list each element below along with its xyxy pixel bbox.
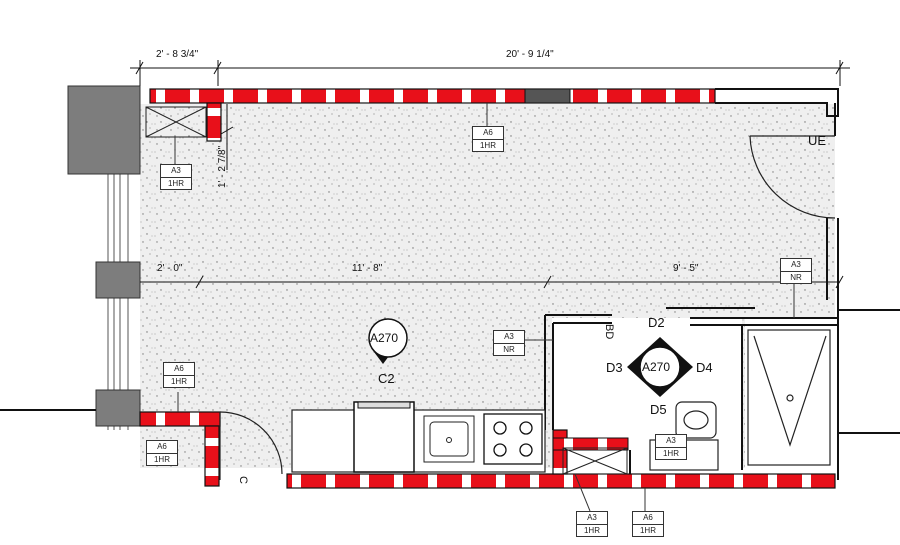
dim-mid-center: 11' - 8": [352, 263, 383, 274]
label-d4: D4: [696, 360, 713, 375]
column-bottom: [95, 389, 141, 427]
label-d5: D5: [650, 402, 667, 417]
kitchen: [291, 401, 546, 473]
tag-leaders: [174, 103, 795, 512]
dim-top-left: 2' - 8 3/4": [156, 49, 199, 60]
section-marker-name: C2: [378, 371, 395, 386]
sink: [423, 415, 475, 463]
label-bd: BD: [603, 324, 615, 340]
label-d2: D2: [648, 315, 665, 330]
dimension-lines: [130, 60, 850, 289]
refrigerator: [353, 401, 415, 473]
interior-walls: [0, 88, 900, 480]
dim-mid-right: 9' - 5": [673, 263, 699, 274]
shower-area: [745, 318, 835, 468]
column-top: [67, 85, 141, 175]
elevation-marker: [627, 337, 693, 397]
label-ue: UE: [808, 133, 827, 148]
section-marker-ref: A270: [370, 331, 399, 345]
dim-mid-left: 2' - 0": [157, 263, 183, 274]
rated-walls: [139, 88, 836, 489]
label-c: C: [237, 476, 249, 484]
section-marker: [368, 318, 408, 364]
label-d3: D3: [606, 360, 623, 375]
closet: [145, 106, 628, 475]
column-mid: [95, 261, 141, 299]
elevation-marker-ref: A270: [642, 360, 671, 374]
cooktop: [483, 413, 543, 465]
dim-vertical: 1' - 2 7/8": [217, 145, 228, 188]
doors: [219, 135, 836, 480]
dim-top-main: 20' - 9 1/4": [506, 49, 554, 60]
left-facade: [67, 85, 141, 430]
